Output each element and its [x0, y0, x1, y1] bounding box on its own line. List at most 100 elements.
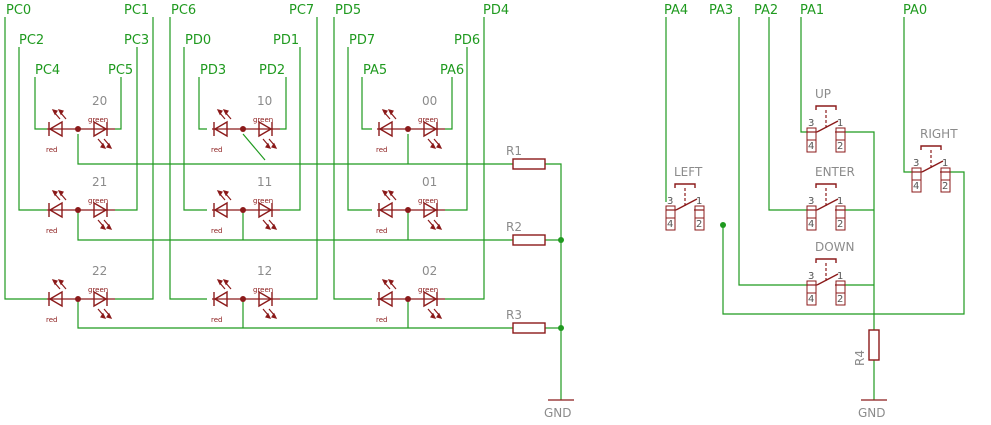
- ground-symbol-right: GND: [858, 399, 887, 420]
- button-name: LEFT: [674, 165, 703, 179]
- pin-number: 4: [913, 181, 919, 192]
- pin-number: 3: [808, 118, 814, 129]
- button-name: UP: [815, 87, 831, 101]
- pin-number: 2: [837, 219, 843, 230]
- green-led: [93, 201, 108, 219]
- signal-label-pc4: PC4: [35, 63, 60, 78]
- red-led: [48, 201, 63, 219]
- green-led-label: green: [253, 286, 273, 294]
- led-pair-name: 21: [92, 175, 107, 189]
- port-labels: PC0 PC1 PC2 PC3 PC4 PC5 PC6 PC7 PD0 PD1 …: [6, 3, 509, 78]
- red-led-label: red: [46, 316, 57, 324]
- led-pair-name: 10: [257, 94, 272, 108]
- button-name: RIGHT: [920, 127, 958, 141]
- signal-label-pd7: PD7: [349, 33, 375, 48]
- button-port-labels: PA4 PA3 PA2 PA1 PA0: [664, 3, 927, 18]
- pin-number: 1: [837, 118, 843, 129]
- green-led: [258, 290, 273, 308]
- signal-label-pd4: PD4: [483, 3, 509, 18]
- green-led: [93, 290, 108, 308]
- led-pair-name: 11: [257, 175, 272, 189]
- led-pairs: 20 red green 10 red green 00 red green 21 red green…: [46, 94, 445, 324]
- resistor-r4: [868, 329, 880, 361]
- signal-label-pd0: PD0: [185, 33, 211, 48]
- junction-dot: [75, 126, 81, 132]
- junction-dot: [405, 126, 411, 132]
- green-led-label: green: [418, 286, 438, 294]
- resistor-r2: [512, 234, 546, 246]
- green-led: [423, 201, 438, 219]
- resistor-r3: [512, 322, 546, 334]
- signal-label-pa4: PA4: [664, 3, 688, 18]
- led-pair-name: 20: [92, 94, 107, 108]
- red-led-label: red: [211, 316, 222, 324]
- red-led-label: red: [211, 227, 222, 235]
- led-matrix-nets: [4, 17, 564, 400]
- signal-label-pc5: PC5: [108, 63, 133, 78]
- push-button-left: 3 1 4 2 LEFT: [665, 165, 705, 231]
- red-led: [48, 290, 63, 308]
- signal-label-pc2: PC2: [19, 33, 44, 48]
- pin-number: 1: [837, 196, 843, 207]
- pin-number: 1: [942, 158, 948, 169]
- junction-dot: [240, 207, 246, 213]
- signal-label-pa1: PA1: [800, 3, 824, 18]
- resistor-label-r4: R4: [853, 350, 867, 366]
- signal-label-pc3: PC3: [124, 33, 149, 48]
- button-name: ENTER: [815, 165, 855, 179]
- signal-label-pc1: PC1: [124, 3, 149, 18]
- junction-dot: [240, 296, 246, 302]
- signal-label-pa0: PA0: [903, 3, 927, 18]
- signal-label-pc0: PC0: [6, 3, 31, 18]
- signal-label-pa2: PA2: [754, 3, 778, 18]
- pin-number: 1: [837, 271, 843, 282]
- pin-number: 1: [696, 196, 702, 207]
- led-pair: 10 red green: [211, 94, 280, 154]
- pin-number: 2: [837, 294, 843, 305]
- resistor-r1: [512, 158, 546, 170]
- signal-label-pd6: PD6: [454, 33, 480, 48]
- led-pair-name: 12: [257, 264, 272, 278]
- led-pair-name: 00: [422, 94, 437, 108]
- red-led: [378, 290, 393, 308]
- signal-label-pd1: PD1: [273, 33, 299, 48]
- junction-dot: [405, 207, 411, 213]
- led-pair: 12 red green: [211, 264, 280, 324]
- resistors-led: R1 R2 R3: [506, 144, 546, 334]
- signal-label-pd5: PD5: [335, 3, 361, 18]
- pin-number: 4: [667, 219, 673, 230]
- signal-label-pd2: PD2: [259, 63, 285, 78]
- signal-label-pc6: PC6: [171, 3, 196, 18]
- red-led: [213, 201, 228, 219]
- junction-dot: [75, 296, 81, 302]
- red-led-label: red: [376, 316, 387, 324]
- green-led-label: green: [418, 197, 438, 205]
- pin-number: 3: [667, 196, 673, 207]
- red-led-label: red: [46, 227, 57, 235]
- red-led: [48, 120, 63, 138]
- pin-number: 2: [696, 219, 702, 230]
- junction-dot: [240, 126, 246, 132]
- green-led: [423, 290, 438, 308]
- green-led-label: green: [88, 286, 108, 294]
- pin-number: 4: [808, 219, 814, 230]
- signal-label-pd3: PD3: [200, 63, 226, 78]
- red-led-label: red: [376, 146, 387, 154]
- button-nets: [665, 17, 965, 400]
- green-led-label: green: [253, 116, 273, 124]
- resistor-label-r3: R3: [506, 308, 522, 322]
- red-led-label: red: [211, 146, 222, 154]
- red-led-label: red: [46, 146, 57, 154]
- ground-label-left: GND: [544, 406, 572, 420]
